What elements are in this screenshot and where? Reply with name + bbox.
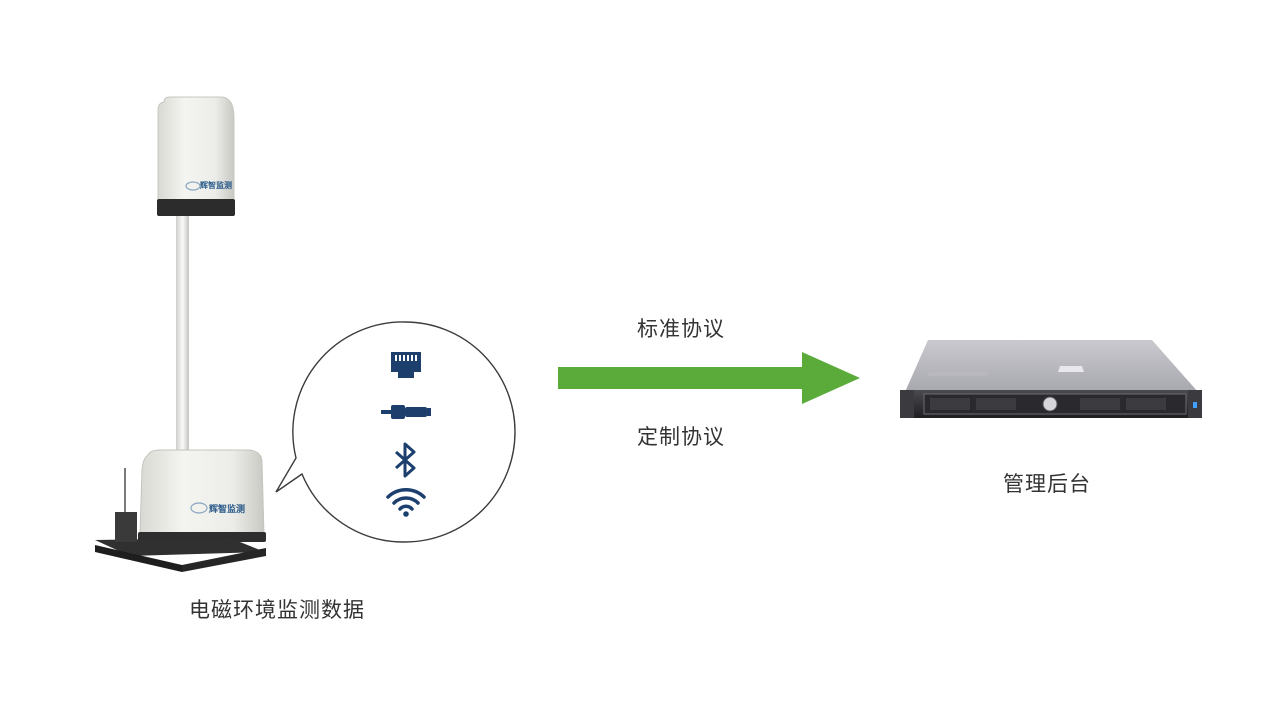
- device-base-unit: [139, 449, 265, 536]
- device-base-logo-mark: [190, 502, 208, 514]
- device-bracket: [115, 512, 137, 542]
- bubble-outline: [275, 321, 516, 543]
- ethernet-port-icon: [391, 352, 421, 378]
- device-rail-right: [182, 548, 266, 572]
- transfer-arrow: [558, 352, 860, 404]
- device-top-unit: [157, 96, 235, 201]
- device-top-unit-band: [157, 199, 235, 216]
- bottom-protocol-label: 定制协议: [637, 425, 725, 449]
- server-brand-logo: [1042, 396, 1058, 412]
- bluetooth-icon: [395, 442, 416, 478]
- device-rail-left: [95, 545, 182, 572]
- rack-server: [900, 340, 1202, 418]
- device-top-logo-mark: [185, 181, 201, 191]
- monitoring-device: [95, 96, 266, 572]
- device-top-logo-text: 辉智监测: [200, 181, 232, 190]
- device-base-logo-text: 辉智监测: [209, 505, 246, 515]
- server-top-panel: [905, 340, 1198, 392]
- device-rail-back: [95, 538, 265, 556]
- device-pole: [176, 210, 189, 460]
- device-label: 电磁环境监测数据: [189, 598, 365, 622]
- server-label: 管理后台: [1003, 472, 1091, 496]
- top-protocol-label: 标准协议: [637, 317, 725, 341]
- connectivity-bubble: [275, 321, 516, 543]
- wifi-icon: [386, 488, 426, 517]
- usb-plug-icon: [381, 405, 431, 419]
